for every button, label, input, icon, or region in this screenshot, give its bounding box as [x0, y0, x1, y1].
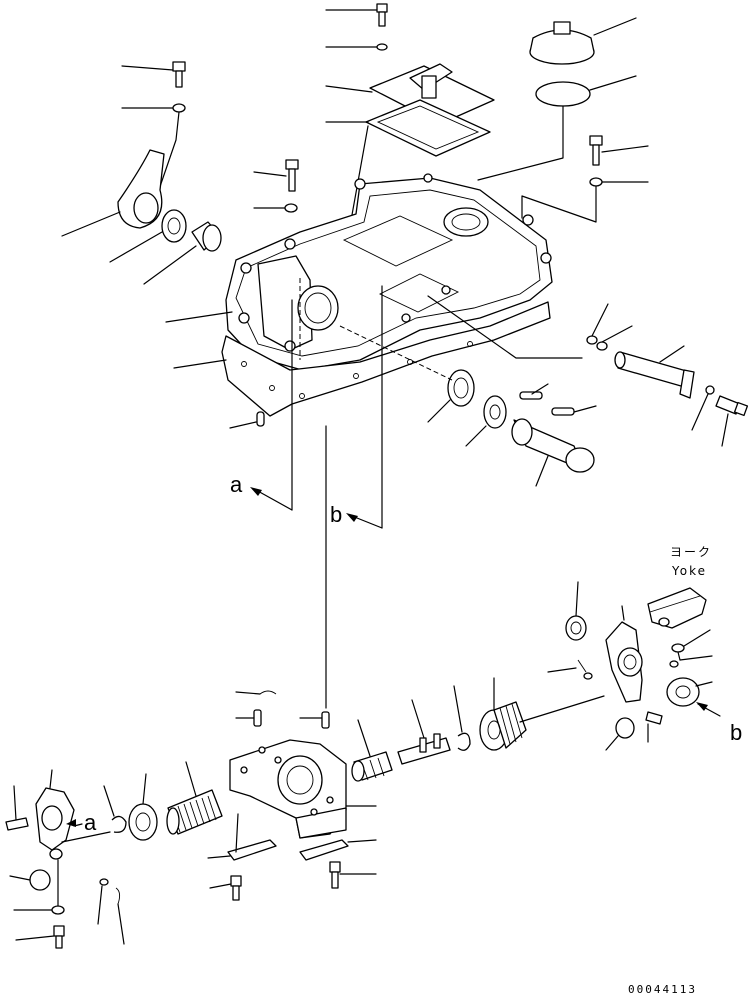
pin-washer — [691, 385, 715, 431]
bolt-lower-left-side — [5, 785, 29, 831]
spool — [397, 699, 451, 765]
washer-right-top — [521, 177, 649, 223]
yoke-label-en: Yoke — [671, 564, 707, 578]
callout-b-top-label: b — [330, 502, 342, 527]
housing-gasket — [173, 301, 551, 417]
yoke-label: ヨーク Yoke — [670, 545, 712, 578]
drawing-number: 00044113 — [628, 983, 697, 996]
pivot-pin — [614, 345, 695, 399]
callout-a-top: a — [230, 299, 293, 511]
bolt-right-lower — [645, 711, 663, 743]
collar-right: b — [666, 677, 742, 745]
seal-lower-left — [128, 773, 158, 841]
plate-right — [299, 839, 377, 861]
valve-body — [229, 739, 377, 839]
bolt-lower-left-bottom — [15, 925, 65, 949]
yoke — [647, 587, 707, 629]
washer-lower-left — [13, 859, 65, 915]
gasket-cover — [325, 99, 491, 227]
bearing-left — [109, 209, 187, 263]
dowel-pin-body-left — [235, 709, 262, 727]
callout-b-bottom-label: b — [730, 720, 742, 745]
yoke-small-washer — [669, 655, 713, 668]
washer-top-center — [325, 43, 388, 51]
cotter-pin-lower — [115, 887, 125, 945]
washer-mid-left — [253, 203, 298, 213]
bolt-top-center — [325, 3, 388, 27]
plate-left — [207, 813, 277, 861]
keys — [519, 383, 597, 416]
bolt-right-top — [589, 135, 649, 166]
yoke-label-jp: ヨーク — [670, 545, 712, 559]
bolt-bottom-right — [329, 861, 377, 889]
snap-ring-spool — [453, 685, 471, 751]
shaft-seal — [339, 325, 475, 423]
cotter-pin-right — [547, 659, 593, 680]
bellows — [479, 677, 605, 751]
snap-rings-right — [586, 303, 633, 351]
bushing-left — [143, 221, 222, 285]
pin-bolt — [715, 395, 749, 447]
callout-b-top: b — [330, 285, 383, 529]
callout-a-top-label: a — [230, 472, 243, 497]
dowel-pin — [229, 411, 265, 429]
breather-cap — [529, 17, 637, 65]
bushing-lower-left — [9, 869, 51, 891]
lever-lower-left: a — [35, 769, 111, 860]
bushing-right — [605, 717, 635, 751]
dowel-pin-body-center — [321, 711, 330, 729]
arm-lever — [605, 605, 643, 703]
shaft-bearing — [465, 395, 507, 447]
snap-ring-lower-left — [103, 785, 127, 833]
cross-shaft — [511, 418, 595, 487]
lever-bracket — [61, 149, 165, 237]
washer-lower-center — [97, 878, 109, 925]
valve-cover-plate — [325, 63, 495, 125]
plug — [351, 719, 393, 782]
bolt-bottom-left — [209, 875, 242, 901]
callout-a-bottom-label: a — [84, 810, 97, 835]
bolt-left — [121, 61, 186, 88]
o-ring-small — [235, 690, 277, 695]
yoke-bolt — [671, 629, 711, 661]
leader-right — [427, 295, 583, 359]
spacer-ring — [565, 581, 587, 641]
bolt-mid-left — [253, 159, 299, 192]
o-ring — [477, 75, 637, 181]
spring — [166, 761, 223, 835]
